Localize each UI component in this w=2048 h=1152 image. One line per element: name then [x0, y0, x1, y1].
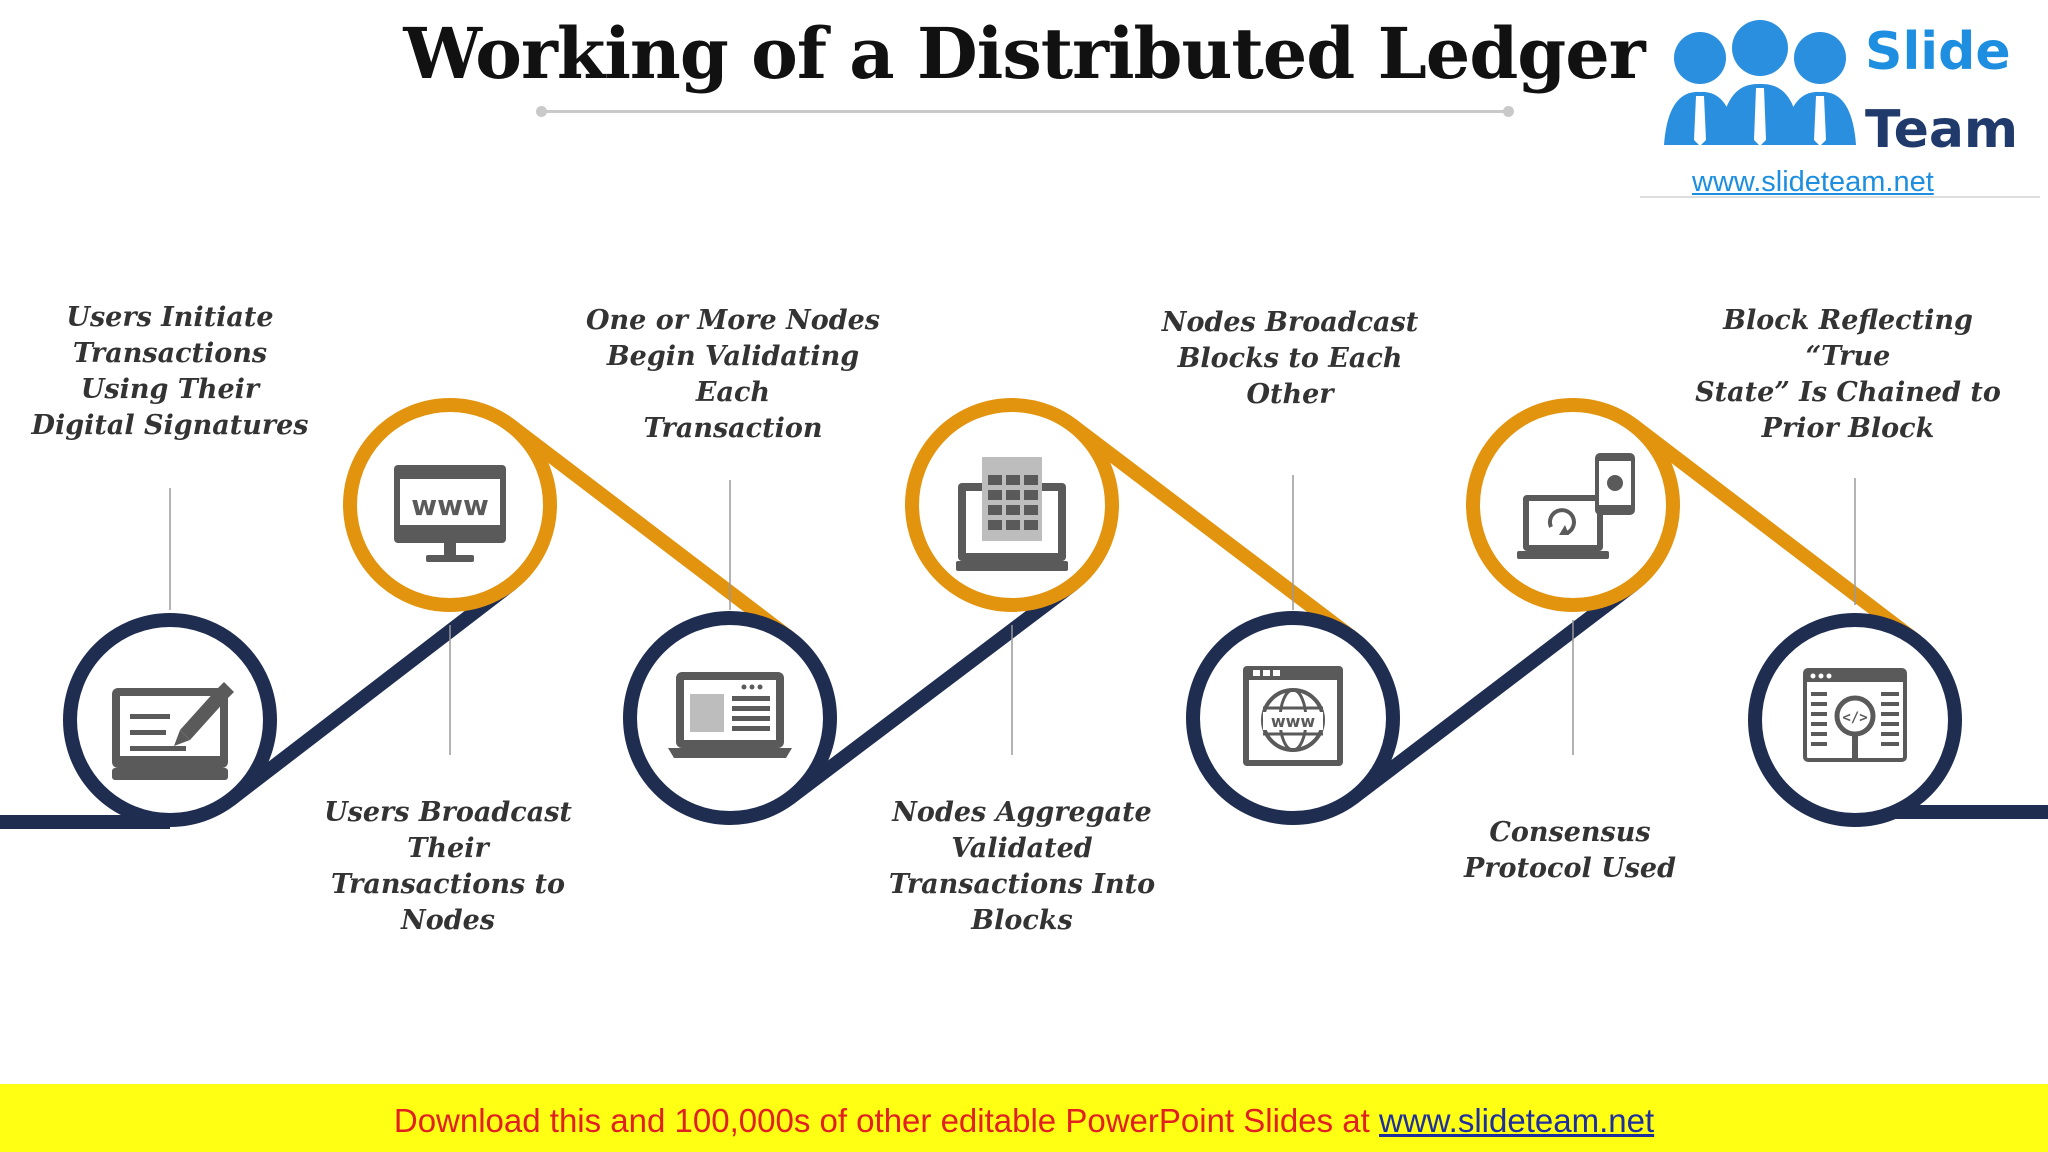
connector-line-4	[1065, 418, 1361, 646]
slideteam-logo[interactable]: Slide Team www.slideteam.net	[1640, 0, 2048, 200]
logo-text-team: Team	[1865, 100, 2019, 160]
logo-divider	[1640, 196, 2040, 198]
step-label-line: Transactions	[72, 338, 268, 369]
people-icon	[1664, 20, 1856, 146]
step-label-line: State” Is Chained to	[1695, 377, 2001, 408]
devices-sync-icon	[1517, 453, 1635, 559]
step-label-line: Blocks to Each Other	[1177, 343, 1403, 410]
laptop-spreadsheet-icon	[956, 457, 1068, 571]
footer-message: Download this and 100,000s of other edit…	[393, 1102, 1379, 1139]
step-label-line: Block Reflecting “True	[1723, 305, 1973, 372]
footer-text: Download this and 100,000s of other edit…	[0, 1102, 2048, 1140]
step-label-line: Users Broadcast	[324, 797, 572, 828]
connector-line-2	[503, 418, 798, 646]
svg-text:</>: </>	[1842, 710, 1867, 726]
svg-text:www: www	[1271, 712, 1316, 731]
step-label-line: Nodes	[401, 905, 495, 936]
step-label-line: Using Their	[80, 374, 260, 405]
logo-url-link[interactable]: www.slideteam.net	[1692, 166, 1934, 198]
connector-line-6	[1626, 418, 1923, 648]
computer-signature-icon	[112, 682, 234, 780]
step-label-line: Transactions to	[330, 869, 566, 900]
step-label-line: Nodes Broadcast	[1161, 307, 1419, 338]
step-label-line: Begin Validating Each	[606, 341, 860, 408]
step-label-line: Their	[407, 833, 489, 864]
step-label-line: Protocol Used	[1464, 853, 1676, 884]
step-label-line: Transaction	[643, 413, 823, 444]
step-label-line: Digital Signatures	[31, 410, 309, 441]
step-label-line: One or More Nodes	[585, 305, 880, 336]
connector-line-3	[783, 577, 1080, 805]
step-label-line: Consensus	[1489, 817, 1651, 848]
step-label-line: Blocks	[971, 905, 1073, 936]
step-label-line: Users Initiate	[66, 302, 274, 333]
step-label-line: Nodes Aggregate	[892, 797, 1152, 828]
code-inspect-icon: </>	[1803, 668, 1907, 762]
connector-line-1	[223, 577, 518, 807]
browser-globe-icon: www	[1243, 666, 1343, 766]
footer-link[interactable]: www.slideteam.net	[1379, 1102, 1655, 1139]
www-monitor-icon: www	[394, 465, 506, 562]
step-label-line: Transactions Into	[888, 869, 1156, 900]
step-label-line: Prior Block	[1761, 413, 1935, 444]
logo-text-slide: Slide	[1865, 22, 2011, 82]
title-divider	[536, 106, 1514, 117]
laptop-dashboard-icon	[668, 672, 792, 758]
connector-line-5	[1346, 577, 1641, 805]
page-title: Working of a Distributed Ledger	[403, 12, 1645, 95]
footer-banner: Download this and 100,000s of other edit…	[0, 1084, 2048, 1152]
svg-text:www: www	[411, 489, 489, 522]
step-label-line: Validated	[951, 833, 1093, 864]
